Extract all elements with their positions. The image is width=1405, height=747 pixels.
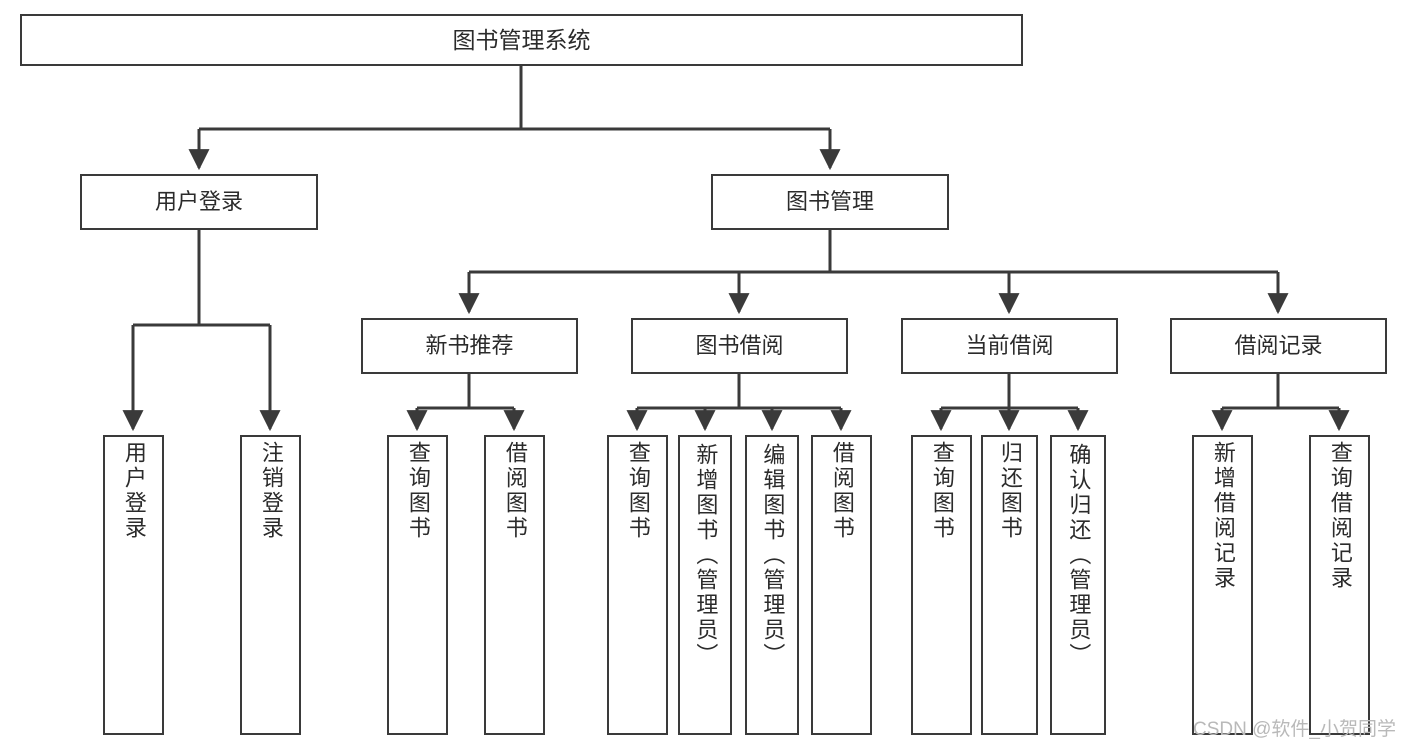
node-label: 用户登录 bbox=[121, 441, 147, 541]
node-leaf-logout[interactable]: 注销登录 bbox=[240, 435, 301, 735]
node-label: 当前借阅 bbox=[965, 333, 1054, 358]
node-leaf-query-borrow-record[interactable]: 查询借阅记录 bbox=[1309, 435, 1370, 735]
node-label: 图书管理系统 bbox=[452, 26, 591, 53]
node-leaf-user-login[interactable]: 用户登录 bbox=[103, 435, 164, 735]
node-label: 编辑图书（管理员） bbox=[760, 443, 786, 668]
node-label: 借阅图书 bbox=[502, 441, 528, 541]
node-new-book-recommend[interactable]: 新书推荐 bbox=[361, 318, 578, 374]
node-root-system[interactable]: 图书管理系统 bbox=[20, 14, 1023, 66]
node-label: 新增图书（管理员） bbox=[693, 443, 719, 668]
node-label: 归还图书 bbox=[997, 441, 1023, 541]
node-label: 确认归还（管理员） bbox=[1066, 443, 1092, 668]
node-book-management[interactable]: 图书管理 bbox=[711, 174, 949, 230]
node-leaf-query-book-recommend[interactable]: 查询图书 bbox=[387, 435, 448, 735]
node-borrow-record[interactable]: 借阅记录 bbox=[1170, 318, 1387, 374]
node-label: 查询图书 bbox=[405, 441, 431, 541]
node-leaf-add-borrow-record[interactable]: 新增借阅记录 bbox=[1192, 435, 1253, 735]
node-label: 借阅记录 bbox=[1234, 333, 1323, 358]
node-current-borrow[interactable]: 当前借阅 bbox=[901, 318, 1118, 374]
node-leaf-borrow-book[interactable]: 借阅图书 bbox=[811, 435, 872, 735]
node-book-borrow[interactable]: 图书借阅 bbox=[631, 318, 848, 374]
node-label: 查询图书 bbox=[625, 441, 651, 541]
node-leaf-confirm-return-admin[interactable]: 确认归还（管理员） bbox=[1050, 435, 1106, 735]
node-label: 用户登录 bbox=[154, 189, 243, 214]
node-leaf-edit-book-admin[interactable]: 编辑图书（管理员） bbox=[745, 435, 799, 735]
node-label: 图书管理 bbox=[785, 189, 874, 214]
node-label: 查询图书 bbox=[929, 441, 955, 541]
node-label: 借阅图书 bbox=[829, 441, 855, 541]
node-label: 新增借阅记录 bbox=[1210, 441, 1236, 591]
watermark: CSDN @软件_小贺同学 bbox=[1193, 719, 1396, 740]
node-label: 图书借阅 bbox=[695, 333, 784, 358]
node-user-login[interactable]: 用户登录 bbox=[80, 174, 318, 230]
node-leaf-query-book-borrow[interactable]: 查询图书 bbox=[607, 435, 668, 735]
node-leaf-query-book-current[interactable]: 查询图书 bbox=[911, 435, 972, 735]
node-leaf-borrow-book-recommend[interactable]: 借阅图书 bbox=[484, 435, 545, 735]
node-leaf-add-book-admin[interactable]: 新增图书（管理员） bbox=[678, 435, 732, 735]
node-label: 查询借阅记录 bbox=[1327, 441, 1353, 591]
node-leaf-return-book[interactable]: 归还图书 bbox=[981, 435, 1038, 735]
node-label: 注销登录 bbox=[258, 441, 284, 541]
node-label: 新书推荐 bbox=[425, 333, 514, 358]
